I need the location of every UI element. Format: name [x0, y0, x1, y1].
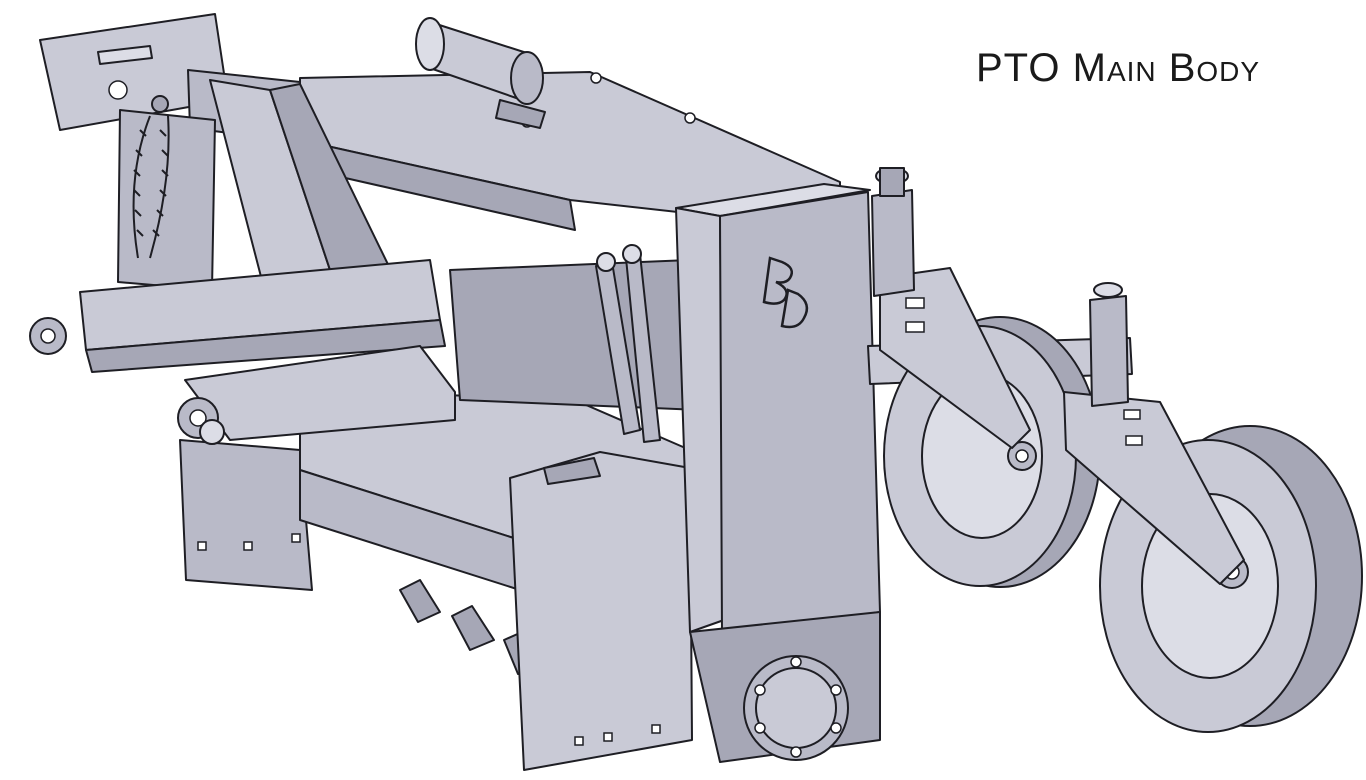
safety-chain [132, 95, 170, 259]
bd-logo [762, 256, 809, 329]
front-gauge-wheel [1063, 391, 1363, 733]
adjustment-rods [595, 244, 661, 443]
chain-housing [675, 183, 881, 763]
right-skid-plate [509, 451, 693, 771]
left-mounting-plate [179, 439, 313, 591]
diagram-title: PTO Main Body [976, 46, 1261, 90]
hydraulic-cylinder [415, 17, 546, 129]
rear-gauge-wheel [879, 267, 1101, 588]
lower-hitch-arm [29, 259, 446, 373]
front-wheel-post [1089, 282, 1143, 446]
hitch-cross-tube [177, 345, 456, 445]
rear-wheel-post [871, 167, 925, 333]
